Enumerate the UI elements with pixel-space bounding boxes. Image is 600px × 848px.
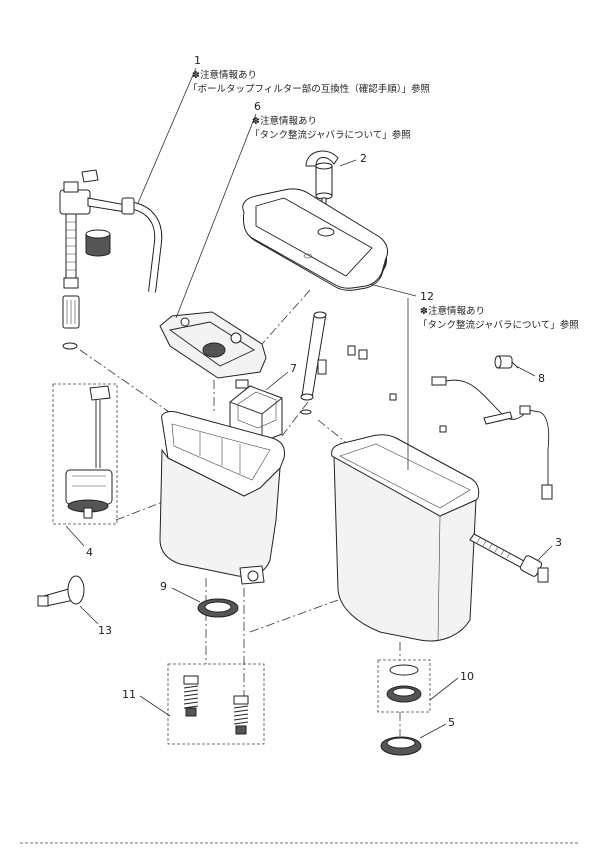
faucet-spout <box>305 150 339 209</box>
caution-notes: ✽注意情報あり 「ボールタップフィルター部の互換性（確認手順）」参照 ✽注意情報… <box>188 69 579 331</box>
flush-valve-gasket <box>380 736 422 756</box>
flush-valve-assembly <box>52 383 118 525</box>
callout-6: 6 <box>254 100 261 113</box>
callout-7: 7 <box>290 362 297 375</box>
note-6-reference: 「タンク整流ジャバラについて」参照 <box>250 129 411 141</box>
callout-13: 13 <box>98 624 112 637</box>
callout-labels: 1 6 2 12 7 8 4 3 9 13 10 5 11 <box>86 54 562 729</box>
tank-gasket <box>197 598 239 618</box>
callout-11: 11 <box>122 688 136 701</box>
overflow-pipe <box>300 311 327 415</box>
callout-4: 4 <box>86 546 93 559</box>
note-12-reference: 「タンク整流ジャバラについて」参照 <box>418 319 579 331</box>
tank-inner <box>159 411 285 585</box>
lever-cable <box>431 376 553 500</box>
callout-8: 8 <box>538 372 545 385</box>
callout-3: 3 <box>555 536 562 549</box>
assembly-chain-lines <box>79 208 401 736</box>
tank-seal-set <box>377 659 431 713</box>
note-6-mark: ✽注意情報あり <box>252 115 317 127</box>
callout-5: 5 <box>448 716 455 729</box>
connector-part <box>494 355 519 369</box>
note-1-mark: ✽注意情報あり <box>192 69 257 81</box>
toilet-tank <box>331 434 480 642</box>
tank-mounting-bolts <box>167 663 265 745</box>
callout-9: 9 <box>160 580 167 593</box>
note-1-reference: 「ボールタップフィルター部の互換性（確認手順）」参照 <box>188 83 431 95</box>
callout-2: 2 <box>360 152 367 165</box>
tank-lever-handle <box>37 575 85 607</box>
tank-inner-cover <box>159 311 267 379</box>
callout-10: 10 <box>460 670 474 683</box>
ball-tap-assembly <box>59 169 163 350</box>
leader-lines <box>65 67 553 739</box>
tank-lid <box>242 188 389 291</box>
note-12-mark: ✽注意情報あり <box>420 305 485 317</box>
callout-12: 12 <box>420 290 434 303</box>
tank-bolt <box>469 533 549 583</box>
callout-1: 1 <box>194 54 201 67</box>
